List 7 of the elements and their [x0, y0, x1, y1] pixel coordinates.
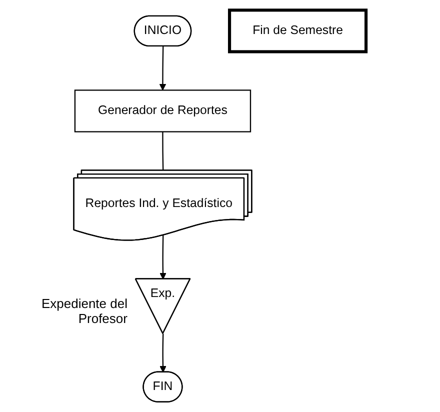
arrow [160, 235, 166, 280]
arrow [159, 46, 166, 90]
node-caption: Expediente del Profesor [40, 296, 128, 326]
node-box: Fin de Semestre [228, 8, 368, 54]
node-box: Generador de Reportes [74, 90, 252, 132]
arrow [160, 334, 166, 373]
connector [162, 132, 164, 171]
